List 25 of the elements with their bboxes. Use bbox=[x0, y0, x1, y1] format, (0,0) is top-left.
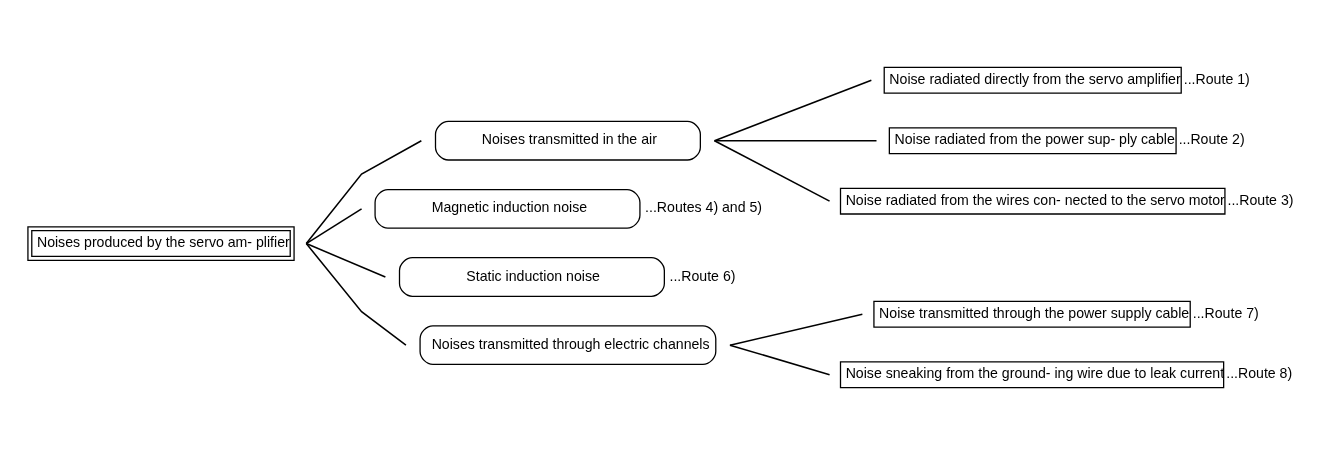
node-label: ...Route 6) bbox=[669, 267, 736, 284]
node-label: ...Route 7) bbox=[1192, 304, 1259, 321]
node-box: Noises transmitted in the air bbox=[434, 120, 701, 161]
connector bbox=[713, 79, 873, 141]
node-label: ...Routes 4) and 5) bbox=[645, 198, 763, 215]
node-box: Noise sneaking from the ground- ing wire due to leak current bbox=[839, 360, 1225, 388]
connector bbox=[729, 313, 864, 346]
connector bbox=[305, 207, 363, 244]
node-label: ...Route 8) bbox=[1226, 364, 1293, 381]
connector bbox=[729, 343, 831, 375]
connector bbox=[713, 139, 878, 141]
node-box: Noise transmitted through the power supply cable bbox=[873, 300, 1191, 328]
node-box: Noise radiated from the power sup- ply cable bbox=[888, 126, 1177, 154]
connector bbox=[305, 139, 423, 244]
node-box: Noises transmitted through electric channels bbox=[419, 324, 717, 365]
node-label: ...Route 1) bbox=[1183, 70, 1250, 87]
node-box: Magnetic induction noise bbox=[374, 188, 641, 229]
connector bbox=[305, 242, 387, 278]
node-label: ...Route 2) bbox=[1178, 130, 1245, 147]
node-box: Noises produced by the servo am- plifier bbox=[27, 225, 295, 261]
node-label: ...Route 3) bbox=[1227, 191, 1294, 208]
connector bbox=[305, 242, 407, 346]
node-box: Static induction noise bbox=[398, 256, 665, 297]
connector bbox=[713, 139, 831, 202]
node-box: Noise radiated directly from the servo amplifier bbox=[883, 66, 1182, 94]
